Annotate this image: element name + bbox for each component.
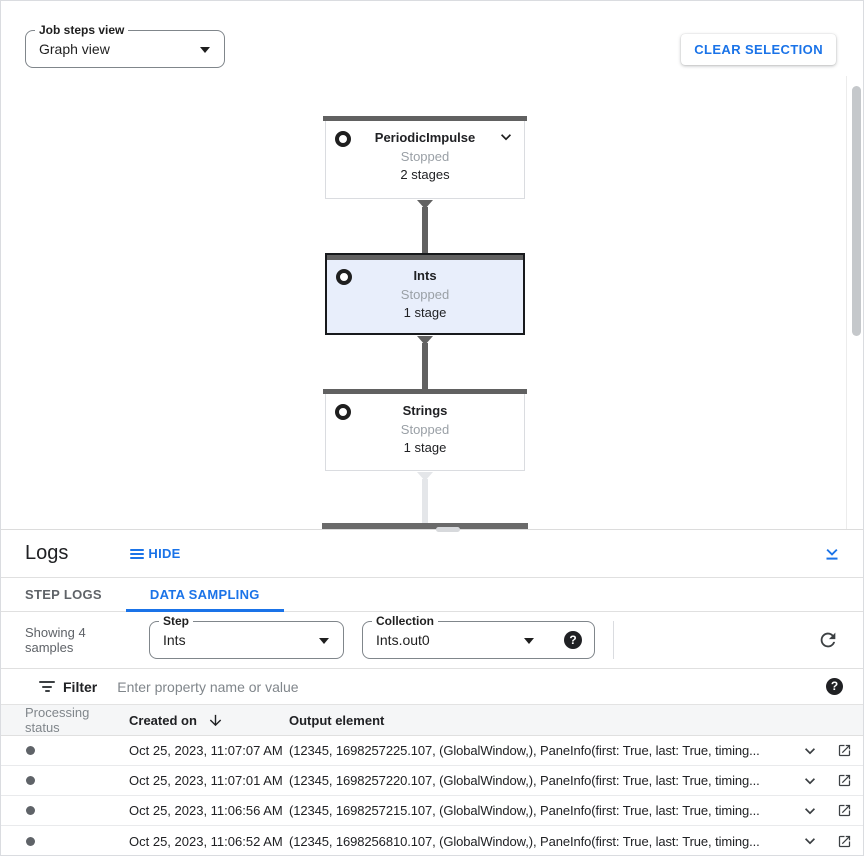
step-select-label: Step <box>159 614 194 628</box>
processing-status-dot <box>26 806 35 815</box>
graph-edge-arrow <box>417 336 433 345</box>
sort-descending-icon[interactable] <box>207 712 224 729</box>
refresh-icon[interactable] <box>817 629 839 651</box>
collapse-panel-icon[interactable] <box>821 542 843 564</box>
step-status-icon <box>335 404 351 420</box>
created-on-cell: Oct 25, 2023, 11:07:07 AM <box>129 743 283 758</box>
table-row[interactable]: Oct 25, 2023, 11:06:56 AM (12345, 169825… <box>1 796 863 826</box>
node-top-bar <box>327 255 523 260</box>
filter-bar: Filter ? <box>1 669 863 705</box>
open-in-new-icon[interactable] <box>837 803 852 818</box>
expand-row-icon[interactable] <box>800 741 820 761</box>
open-in-new-icon[interactable] <box>837 773 852 788</box>
step-status-icon <box>335 131 351 147</box>
node-stages: 1 stage <box>403 440 447 455</box>
node-status: Stopped <box>400 287 450 302</box>
logs-resize-handle[interactable] <box>436 527 460 532</box>
job-steps-view-label: Job steps view <box>35 23 129 37</box>
table-row[interactable]: Oct 25, 2023, 11:07:07 AM (12345, 169825… <box>1 736 863 766</box>
graph-scrollbar-thumb[interactable] <box>852 86 861 336</box>
dropdown-caret-icon <box>524 638 534 644</box>
processing-status-dot <box>26 836 35 846</box>
hide-logs-button[interactable]: HIDE <box>130 546 180 561</box>
collection-select-value: Ints.out0 <box>376 632 430 648</box>
node-stages: 1 stage <box>403 305 447 320</box>
sample-count-text: Showing 4 samples <box>25 625 86 655</box>
node-title: Strings <box>402 403 448 418</box>
logs-header: Logs HIDE <box>1 530 863 577</box>
open-in-new-icon[interactable] <box>837 743 852 758</box>
processing-status-dot <box>26 776 35 785</box>
column-output-element: Output element <box>289 712 385 728</box>
controls-divider <box>613 621 614 659</box>
filter-input[interactable] <box>117 678 826 695</box>
graph-edge <box>422 343 428 389</box>
table-row[interactable]: Oct 25, 2023, 11:07:01 AM (12345, 169825… <box>1 766 863 796</box>
graph-edge <box>422 207 428 253</box>
graph-node-strings[interactable]: Strings Stopped 1 stage <box>323 389 527 471</box>
graph-node-partial-top-bar <box>322 523 528 529</box>
dropdown-caret-icon <box>200 47 210 53</box>
graph-edge-arrow <box>417 472 433 481</box>
node-status: Stopped <box>400 149 450 164</box>
collection-select-label: Collection <box>372 614 439 628</box>
column-processing-status: Processing status <box>25 705 90 735</box>
logs-tabs: STEP LOGS DATA SAMPLING <box>1 577 863 612</box>
logs-panel-title: Logs <box>25 542 69 564</box>
output-element-cell: (12345, 1698256810.107, (GlobalWindow,),… <box>289 833 760 849</box>
step-select-value: Ints <box>163 632 186 648</box>
filter-label: Filter <box>63 678 98 695</box>
node-expand-icon[interactable] <box>496 127 516 147</box>
sampling-controls: Showing 4 samples Step Ints Collection I… <box>1 612 863 669</box>
logs-panel: Logs HIDE STEP LOGS DATA SAMPLING Showin… <box>1 527 863 855</box>
step-select[interactable]: Step Ints <box>149 614 344 659</box>
filter-icon <box>39 679 55 695</box>
hide-label: HIDE <box>148 546 181 561</box>
graph-toolbar: Job steps view Graph view CLEAR SELECTIO… <box>1 1 863 76</box>
step-status-icon <box>336 269 352 285</box>
output-element-cell: (12345, 1698257220.107, (GlobalWindow,),… <box>289 773 760 788</box>
node-title: Ints <box>413 268 437 283</box>
created-on-cell: Oct 25, 2023, 11:07:01 AM <box>129 773 283 788</box>
processing-status-dot <box>26 746 35 755</box>
graph-node-ints[interactable]: Ints Stopped 1 stage <box>325 253 525 335</box>
job-steps-view-select[interactable]: Job steps view Graph view <box>25 23 225 68</box>
table-header: Processing status Created on Output elem… <box>1 705 863 736</box>
open-in-new-icon[interactable] <box>837 834 852 849</box>
job-graph-canvas: PeriodicImpulse Stopped 2 stages Ints St… <box>1 76 863 529</box>
node-status: Stopped <box>400 422 450 437</box>
column-created-on[interactable]: Created on <box>105 712 289 729</box>
tab-data-sampling[interactable]: DATA SAMPLING <box>125 578 284 612</box>
graph-node-periodicimpulse[interactable]: PeriodicImpulse Stopped 2 stages <box>323 116 527 199</box>
tab-step-logs[interactable]: STEP LOGS <box>25 587 102 602</box>
node-top-bar <box>323 389 527 394</box>
node-stages: 2 stages <box>400 167 450 182</box>
created-on-cell: Oct 25, 2023, 11:06:52 AM <box>129 833 283 849</box>
dropdown-caret-icon <box>319 638 329 644</box>
graph-edge <box>422 479 428 523</box>
graph-edge-arrow <box>417 200 433 209</box>
expand-row-icon[interactable] <box>800 801 820 821</box>
hide-panel-icon <box>130 547 145 561</box>
clear-selection-button[interactable]: CLEAR SELECTION <box>681 34 836 65</box>
job-steps-view-value: Graph view <box>39 41 110 57</box>
output-element-cell: (12345, 1698257215.107, (GlobalWindow,),… <box>289 803 760 818</box>
output-element-cell: (12345, 1698257225.107, (GlobalWindow,),… <box>289 743 760 758</box>
expand-row-icon[interactable] <box>800 831 820 851</box>
graph-scrollbar[interactable] <box>846 76 863 529</box>
created-on-cell: Oct 25, 2023, 11:06:56 AM <box>129 803 283 818</box>
node-top-bar <box>323 116 527 121</box>
node-title: PeriodicImpulse <box>374 130 476 145</box>
help-icon[interactable]: ? <box>826 678 843 695</box>
expand-row-icon[interactable] <box>800 771 820 791</box>
table-row[interactable]: Oct 25, 2023, 11:06:52 AM (12345, 169825… <box>1 826 863 855</box>
help-icon[interactable]: ? <box>564 631 582 649</box>
collection-select[interactable]: Collection Ints.out0 ? <box>362 614 595 659</box>
